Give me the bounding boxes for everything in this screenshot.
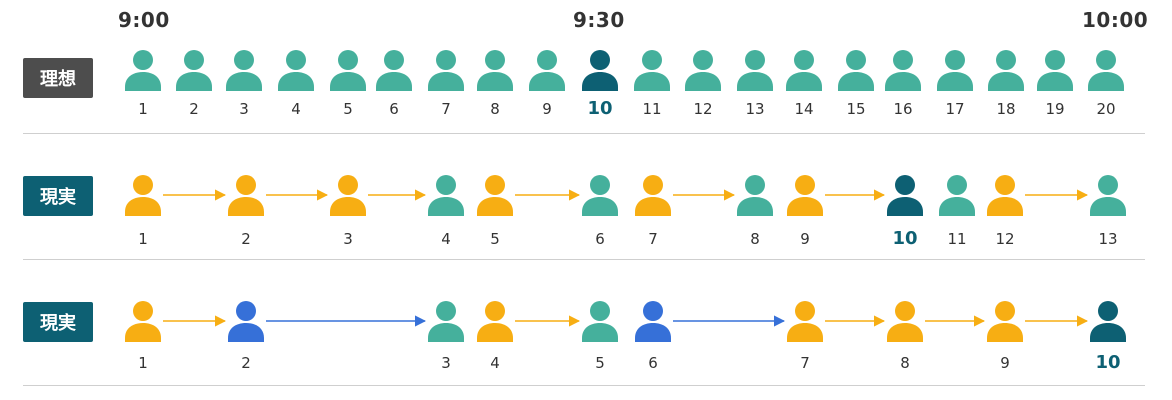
person-number: 2 [241, 354, 251, 372]
person-icon [1090, 175, 1126, 216]
person-icon [635, 301, 671, 342]
person-number: 7 [648, 230, 658, 248]
person-icon [1090, 301, 1126, 342]
person-icon [887, 301, 923, 342]
row-label-reality-2: 現実 [23, 302, 93, 342]
person-icon [330, 50, 366, 91]
row-divider [23, 133, 1145, 134]
person-number: 9 [1000, 354, 1010, 372]
person-number: 4 [441, 230, 451, 248]
person-number: 11 [642, 100, 661, 118]
person-number-highlight: 10 [587, 98, 612, 119]
person-number: 6 [389, 100, 399, 118]
person-icon [278, 50, 314, 91]
person-icon [838, 50, 874, 91]
person-number: 20 [1096, 100, 1115, 118]
person-icon [376, 50, 412, 91]
person-icon [529, 50, 565, 91]
person-number: 3 [343, 230, 353, 248]
person-number: 8 [750, 230, 760, 248]
person-icon [176, 50, 212, 91]
person-icon [125, 175, 161, 216]
person-number: 7 [441, 100, 451, 118]
person-number: 9 [800, 230, 810, 248]
time-label-middle: 9:30 [573, 8, 625, 32]
person-icon [125, 301, 161, 342]
person-icon [477, 175, 513, 216]
person-number: 2 [189, 100, 199, 118]
person-icon [787, 175, 823, 216]
person-icon [939, 175, 975, 216]
person-icon [477, 301, 513, 342]
person-number: 5 [595, 354, 605, 372]
person-icon [582, 175, 618, 216]
person-icon [737, 50, 773, 91]
time-label-start: 9:00 [118, 8, 170, 32]
person-number: 5 [490, 230, 500, 248]
person-icon [1037, 50, 1073, 91]
person-number: 9 [542, 100, 552, 118]
person-icon [685, 50, 721, 91]
person-number: 3 [441, 354, 451, 372]
person-number: 19 [1045, 100, 1064, 118]
person-number: 4 [291, 100, 301, 118]
person-icon [634, 50, 670, 91]
row-label-ideal: 理想 [23, 58, 93, 98]
person-number: 7 [800, 354, 810, 372]
person-number: 17 [945, 100, 964, 118]
person-number: 8 [490, 100, 500, 118]
person-icon [477, 50, 513, 91]
person-icon [787, 301, 823, 342]
person-icon [228, 175, 264, 216]
person-icon [582, 301, 618, 342]
person-number: 1 [138, 354, 148, 372]
person-number: 4 [490, 354, 500, 372]
person-icon [428, 301, 464, 342]
person-icon [125, 50, 161, 91]
row-divider [23, 385, 1145, 386]
person-number: 18 [996, 100, 1015, 118]
person-icon [987, 301, 1023, 342]
person-icon [988, 50, 1024, 91]
person-number: 11 [947, 230, 966, 248]
person-icon [228, 301, 264, 342]
person-number: 3 [239, 100, 249, 118]
person-icon [1088, 50, 1124, 91]
person-number: 15 [846, 100, 865, 118]
person-number: 13 [745, 100, 764, 118]
person-icon [937, 50, 973, 91]
person-icon [737, 175, 773, 216]
person-number: 6 [648, 354, 658, 372]
person-number: 13 [1098, 230, 1117, 248]
person-number: 14 [794, 100, 813, 118]
time-label-end: 10:00 [1082, 8, 1149, 32]
person-icon [226, 50, 262, 91]
person-icon [428, 50, 464, 91]
person-number: 16 [893, 100, 912, 118]
person-icon [582, 50, 618, 91]
person-number-highlight: 10 [1095, 352, 1120, 373]
person-icon [887, 175, 923, 216]
person-icon [786, 50, 822, 91]
person-number: 12 [693, 100, 712, 118]
person-icon [987, 175, 1023, 216]
row-label-reality-1: 現実 [23, 176, 93, 216]
person-number: 1 [138, 230, 148, 248]
person-icon [428, 175, 464, 216]
person-icon [885, 50, 921, 91]
person-number: 12 [995, 230, 1014, 248]
person-icon [635, 175, 671, 216]
person-number: 6 [595, 230, 605, 248]
person-number-highlight: 10 [892, 228, 917, 249]
person-number: 8 [900, 354, 910, 372]
person-number: 5 [343, 100, 353, 118]
person-number: 1 [138, 100, 148, 118]
row-divider [23, 259, 1145, 260]
person-icon [330, 175, 366, 216]
person-number: 2 [241, 230, 251, 248]
